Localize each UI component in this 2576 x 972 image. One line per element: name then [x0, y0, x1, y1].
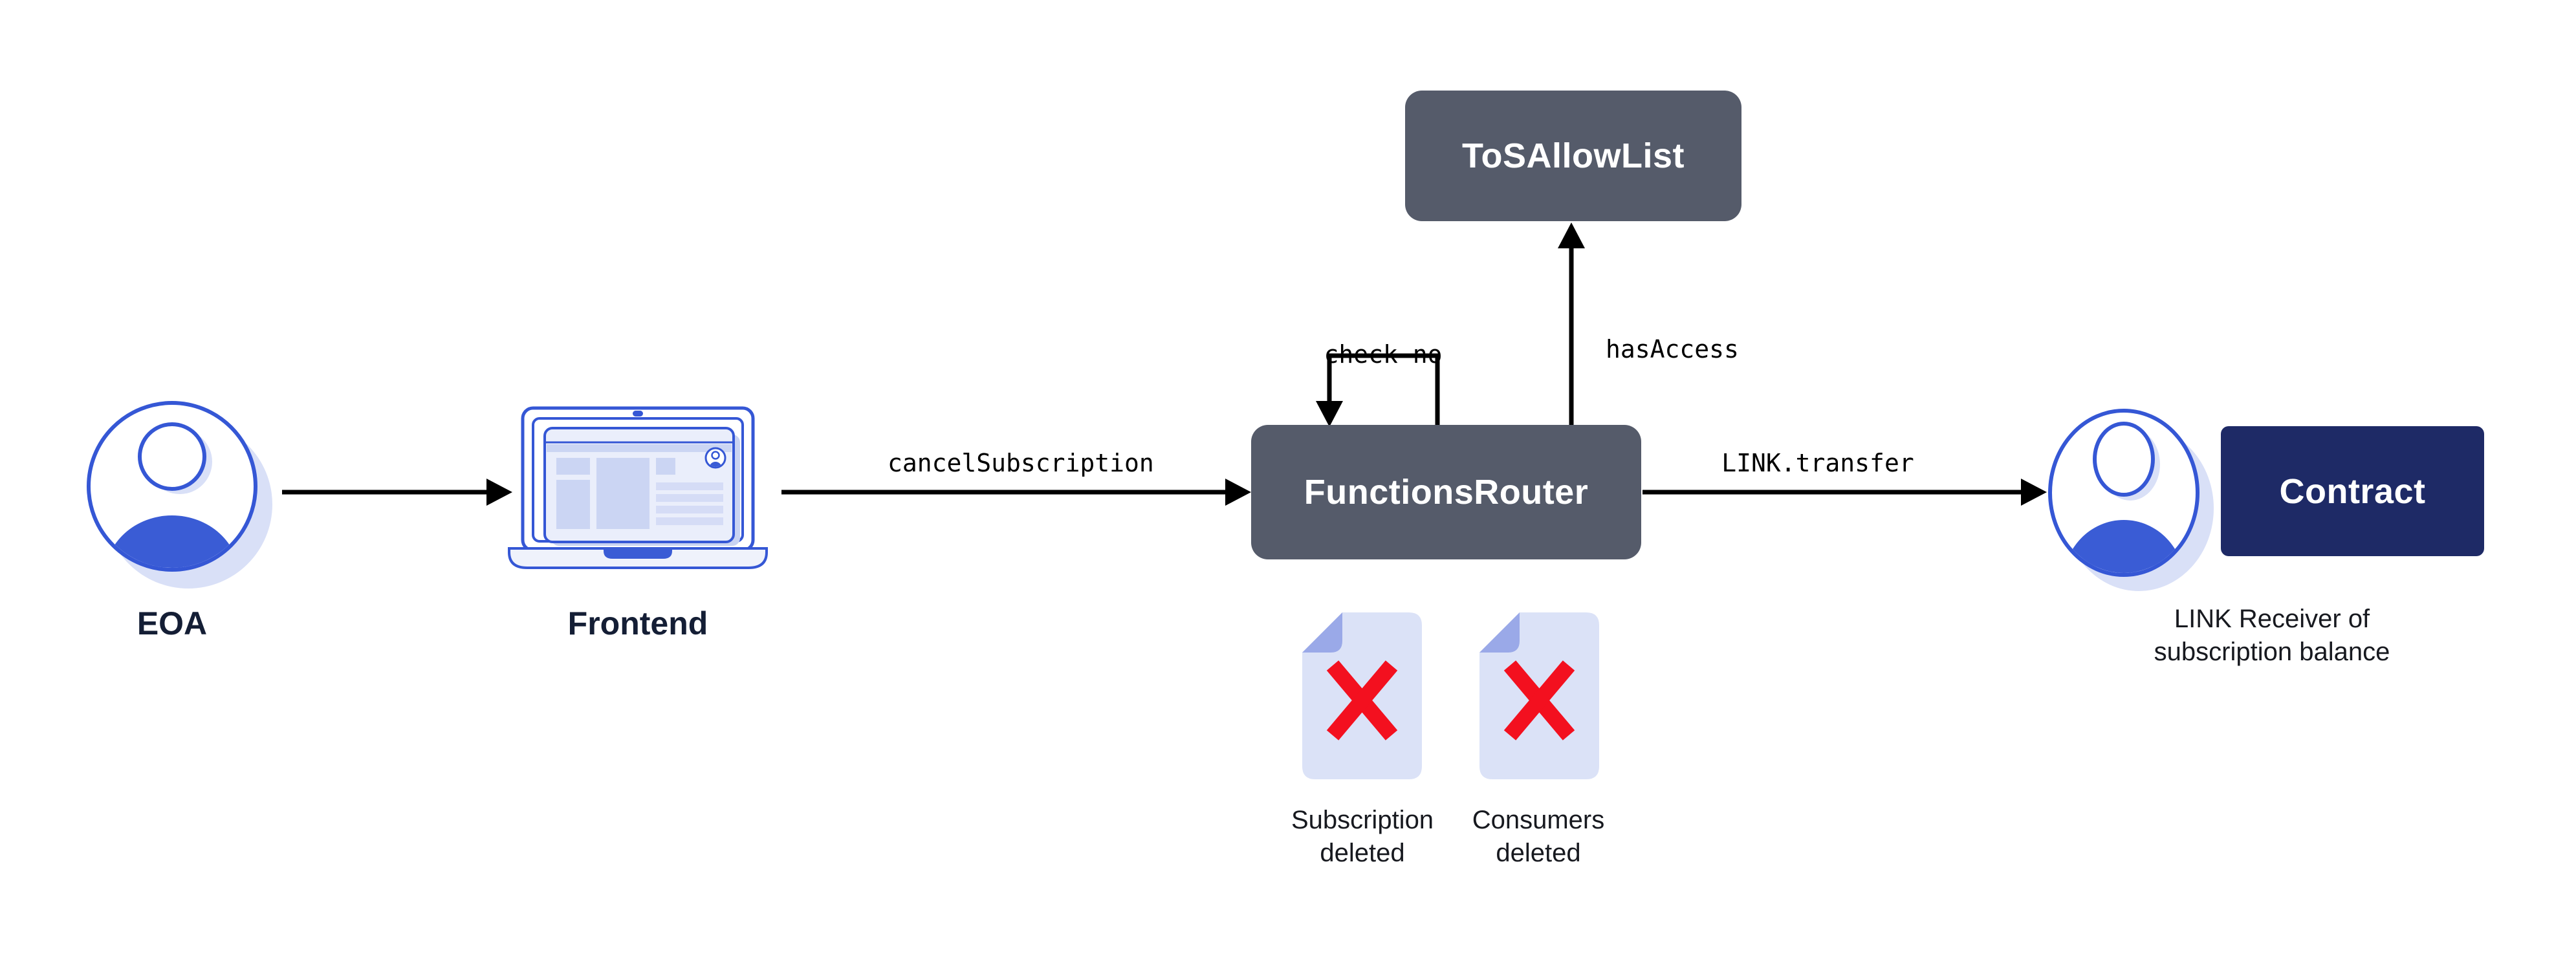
- edge-label-has-access: hasAccess: [1606, 335, 1739, 363]
- arrow-router-self-loop: [1316, 353, 1440, 427]
- contract-box-label: Contract: [2279, 471, 2426, 511]
- person-shoulders: [105, 515, 239, 568]
- subscription-deleted-document-icon: [1302, 612, 1422, 779]
- browser-avatar-icon: [704, 447, 726, 469]
- arrow-frontend-to-router: [781, 479, 1251, 506]
- contract-box: Contract: [2221, 426, 2484, 556]
- subscription-deleted-label: Subscription deleted: [1291, 806, 1434, 867]
- consumers-deleted-document-icon: [1479, 612, 1599, 779]
- eoa-person-icon: [87, 401, 272, 589]
- webcam-dot: [633, 411, 643, 416]
- laptop-icon: [508, 406, 768, 569]
- x-icon: [1503, 660, 1575, 740]
- document-fold: [1479, 612, 1520, 653]
- laptop-notch: [604, 548, 672, 559]
- arrow-eoa-to-frontend: [282, 479, 512, 506]
- link-receiver-person-icon: [2048, 409, 2214, 591]
- tos-allow-list-box-label: ToSAllowList: [1462, 136, 1685, 175]
- link-receiver-label: LINK Receiver of subscription balance: [2154, 605, 2390, 666]
- functions-router-box: FunctionsRouter: [1251, 425, 1641, 559]
- frontend-label: Frontend: [567, 605, 708, 642]
- functions-router-box-label: FunctionsRouter: [1304, 473, 1589, 512]
- person-head: [138, 422, 206, 491]
- arrow-router-to-receiver: [1643, 479, 2047, 506]
- edge-label-link-transfer: LINK.transfer: [1721, 449, 1914, 477]
- document-fold: [1302, 612, 1342, 653]
- person-head: [2093, 422, 2155, 497]
- tos-allow-list-box: ToSAllowList: [1405, 91, 1741, 221]
- eoa-label: EOA: [136, 605, 208, 642]
- x-icon: [1326, 660, 1398, 740]
- deleted-documents-icons: [1302, 612, 1599, 779]
- arrow-router-to-tosallowlist: [1558, 222, 1585, 425]
- edge-label-cancel-subscription: cancelSubscription: [888, 449, 1154, 477]
- person-shoulders: [2063, 520, 2185, 573]
- consumers-deleted-label: Consumers deleted: [1472, 806, 1605, 867]
